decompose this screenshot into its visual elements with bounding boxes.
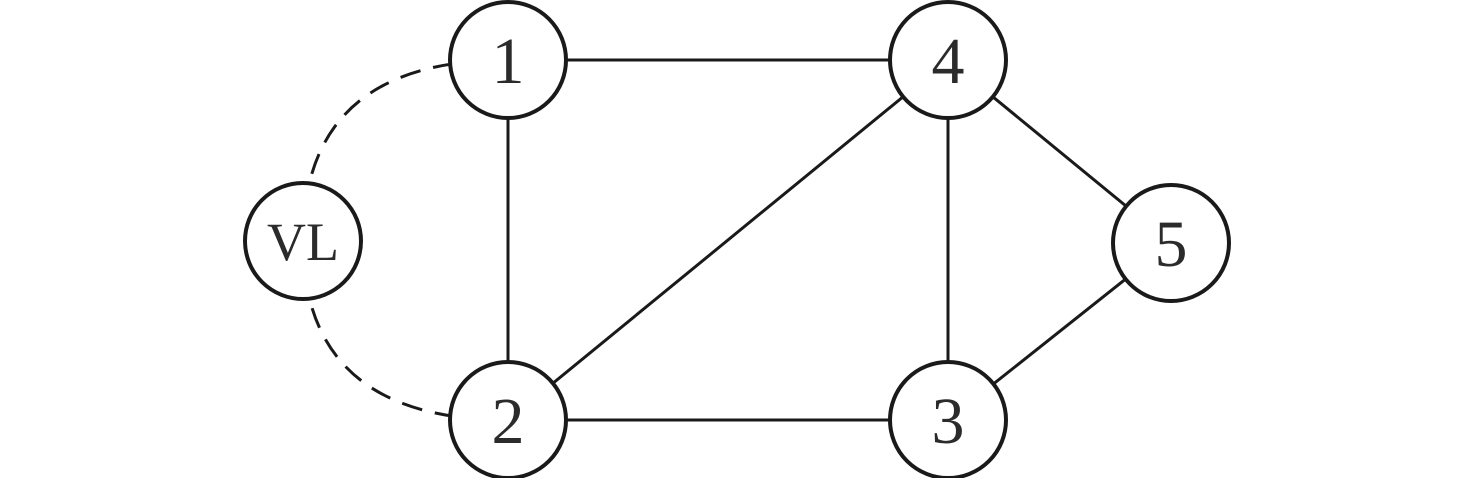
node-3	[888, 360, 1008, 478]
node-label-3: 3	[932, 385, 965, 458]
node-label-1: 1	[492, 25, 525, 98]
node-label-4: 4	[932, 25, 965, 98]
node-label-2: 2	[492, 385, 525, 458]
node-5	[1111, 183, 1231, 303]
node-label-VL: VL	[267, 212, 339, 272]
node-2	[448, 360, 568, 478]
node-1	[448, 0, 568, 120]
edge-2-4	[507, 58, 949, 422]
node-4	[888, 0, 1008, 120]
node-VL	[243, 181, 363, 301]
node-label-5: 5	[1155, 208, 1188, 281]
